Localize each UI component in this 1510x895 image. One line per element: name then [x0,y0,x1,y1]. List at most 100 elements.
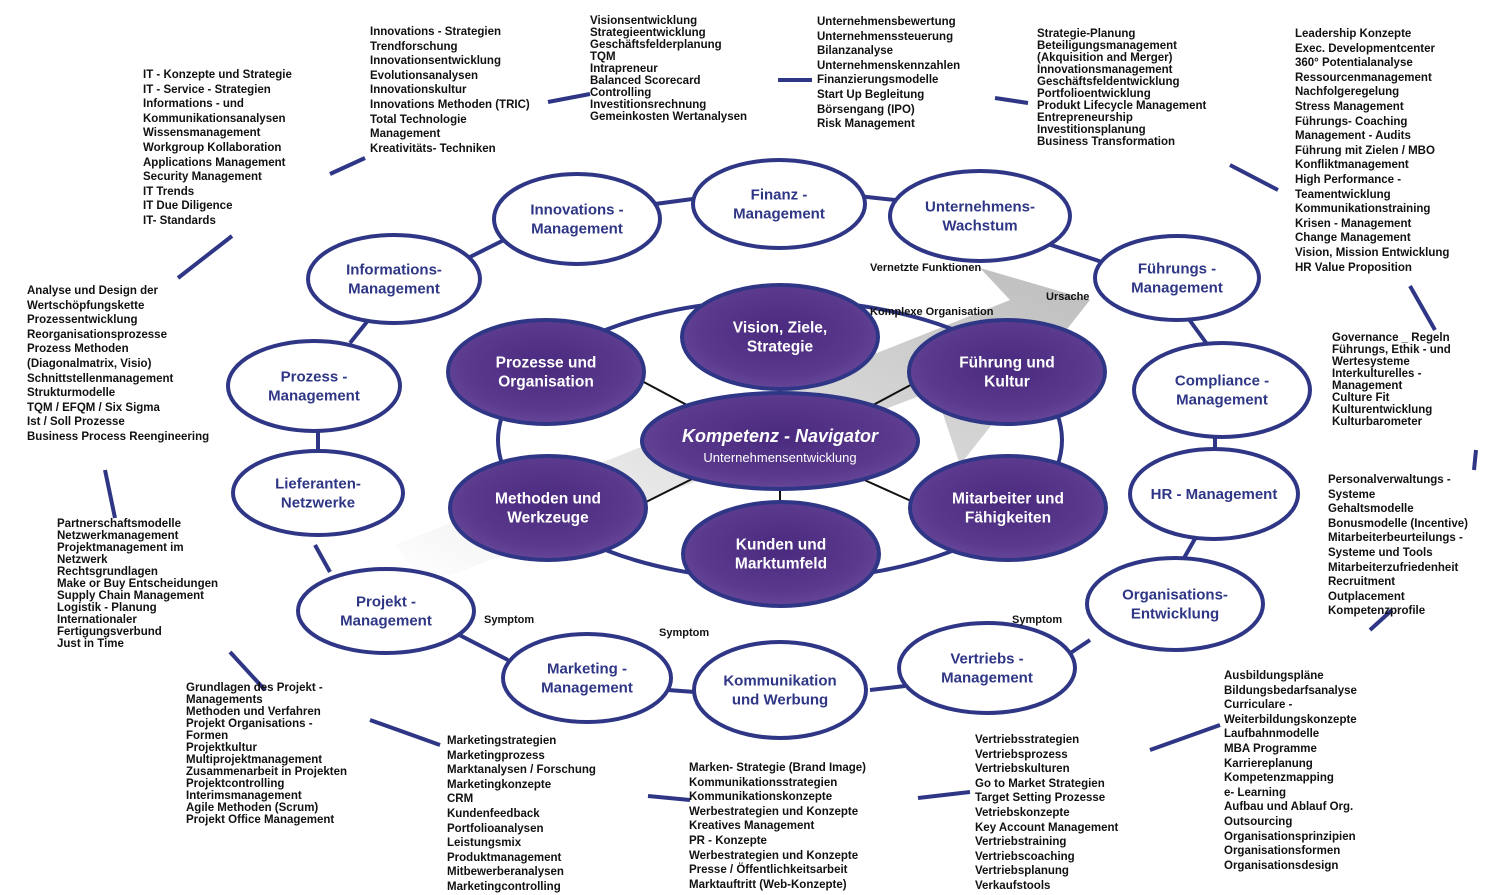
text-block-item: Unternehmensbewertung [817,16,956,28]
center-node[interactable]: Kompetenz - NavigatorUnternehmensentwick… [640,391,920,491]
text-block-item: Marketingstrategien [447,735,557,747]
outer-node-shape [501,632,673,724]
outer-node-label: Informations- [346,262,442,279]
outer-node-information[interactable]: Informations- Management [306,233,482,325]
outer-node-label: Management [340,613,432,630]
outer-node-label: Marketing - [547,661,627,678]
text-block-item: Organisationsprinzipien [1224,830,1356,843]
center-node-shape [640,391,920,491]
text-block-item: Agile Methoden (Scrum) [186,802,319,814]
connector [1472,449,1478,471]
text-block-item: Unternehmenssteuerung [817,30,954,43]
text-block-item: Controlling [590,87,652,99]
text-block-item: Ist / Soll Prozesse [27,416,125,429]
outer-node-compliance[interactable]: Compliance -Management [1132,341,1312,439]
outer-node-orgentw[interactable]: Organisations-Entwicklung [1085,556,1265,652]
text-block-item: Prozessentwicklung [27,314,138,327]
text-block-item: Gehaltsmodelle [1328,503,1414,516]
annotation-symptom-right: Symptom [1012,614,1062,626]
outer-node-label: und Werbung [732,692,828,709]
inner-node-label: Methoden und [495,491,601,508]
outer-node-label: Management [541,680,633,697]
text-block-item: Stress Management [1295,100,1404,113]
connector [647,794,691,802]
inner-node-shape [448,454,648,562]
outer-node-shape [1085,556,1265,652]
text-block-item: Culture Fit [1332,392,1390,404]
outer-node-shape [1128,447,1300,541]
text-block-item: Just in Time [57,638,124,650]
inner-node-label: Kultur [984,374,1030,391]
text-block-item: Innovationsmanagement [1037,64,1173,76]
text-block-item: Börsengang (IPO) [817,103,915,116]
text-block-item: Methoden und Verfahren [186,706,321,718]
text-block-item: Workgroup Kollaboration [143,141,282,154]
outer-node-finanz[interactable]: Finanz -Management [691,158,867,250]
text-block-item: Portfolioentwicklung [1037,88,1151,100]
outer-node-label: Lieferanten- [275,476,361,493]
text-block-item: Investitionsrechnung [590,99,707,111]
inner-node-shape [680,283,880,391]
connector [1368,608,1394,632]
inner-node-label: Mitarbeiter und [952,491,1064,508]
text-block-item: Governance _ Regeln [1332,332,1450,344]
inner-node-vision[interactable]: Vision, Ziele,Strategie [680,283,880,391]
outer-node-label: Organisations- [1122,587,1228,604]
text-block-item: Go to Market Strategien [975,777,1105,790]
connector [1229,163,1279,192]
outer-node-projekt[interactable]: Projekt -Management [296,567,476,655]
outer-node-shape [226,339,402,433]
text-block-item: Kommunikationsstrategien [689,776,838,789]
text-block-item: Internationaler [57,614,137,626]
inner-node-label: Strategie [747,339,814,356]
text-block-item: Aufbau und Ablauf Org. [1224,801,1354,814]
outer-node-hr[interactable]: HR - Management [1128,447,1300,541]
text-block-item: Gemeinkosten Wertanalysen [590,111,748,123]
text-block-item: Target Setting Prozesse [975,792,1106,805]
text-block-item: Rechtsgrundlagen [57,566,158,578]
text-block-item: Marketingcontrolling [447,880,561,893]
text-block-item: Bildungsbedarfsanalyse [1224,684,1357,697]
inner-node-label: Prozesse und [496,355,597,372]
text-block-item: Innovationsentwicklung [370,55,501,68]
text-block-item: Business Process Reengineering [27,430,210,443]
text-block-item: Marktanalysen / Forschung [447,764,596,777]
text-block-item: Geschäftsfeldentwicklung [1037,76,1180,88]
text-block-item: Produkt Lifecycle Management [1037,100,1207,112]
text-block-item: Führung mit Zielen / MBO [1295,144,1435,157]
outer-node-shape [306,233,482,325]
outer-node-marketing[interactable]: Marketing - Management [501,632,673,724]
text-block-item: (Diagonalmatrix, Visio) [27,357,152,370]
text-block-item: Formen [186,730,229,742]
outer-node-prozess[interactable]: Prozess -Management [226,339,402,433]
outer-node-vertrieb[interactable]: Vertriebs -Management [897,621,1077,715]
outer-node-fuehrungs[interactable]: Führungs -Management [1093,234,1261,322]
text-block-item: Kreativitäts- Techniken [370,142,496,155]
outer-node-lieferanten[interactable]: Lieferanten-Netzwerke [231,449,405,537]
text-block-item: CRM [447,793,474,806]
inner-node-shape [908,454,1108,562]
annotation-symptom-mid: Symptom [659,627,709,639]
outer-node-label: Management [531,221,623,238]
text-block-item: Beteiligungsmanagement [1037,40,1177,52]
outer-node-label: Management [348,281,440,298]
text-block-item: Strategieentwicklung [590,27,706,39]
outer-node-label: Management [733,206,825,223]
text-block-item: Projekt Office Management [186,814,335,826]
outer-node-label: Unternehmens- [925,199,1035,216]
text-block-item: High Performance - [1295,173,1402,186]
connector [313,544,332,573]
text-block-item: Marketingprozess [447,749,545,762]
text-block-item: PR - Konzepte [689,834,767,847]
outer-node-wachstum[interactable]: Unternehmens-Wachstum [888,169,1072,263]
outer-node-innovation[interactable]: Innovations -Management [492,172,662,266]
text-block-item: Mitarbeiterbeurteilungs - [1328,532,1463,545]
